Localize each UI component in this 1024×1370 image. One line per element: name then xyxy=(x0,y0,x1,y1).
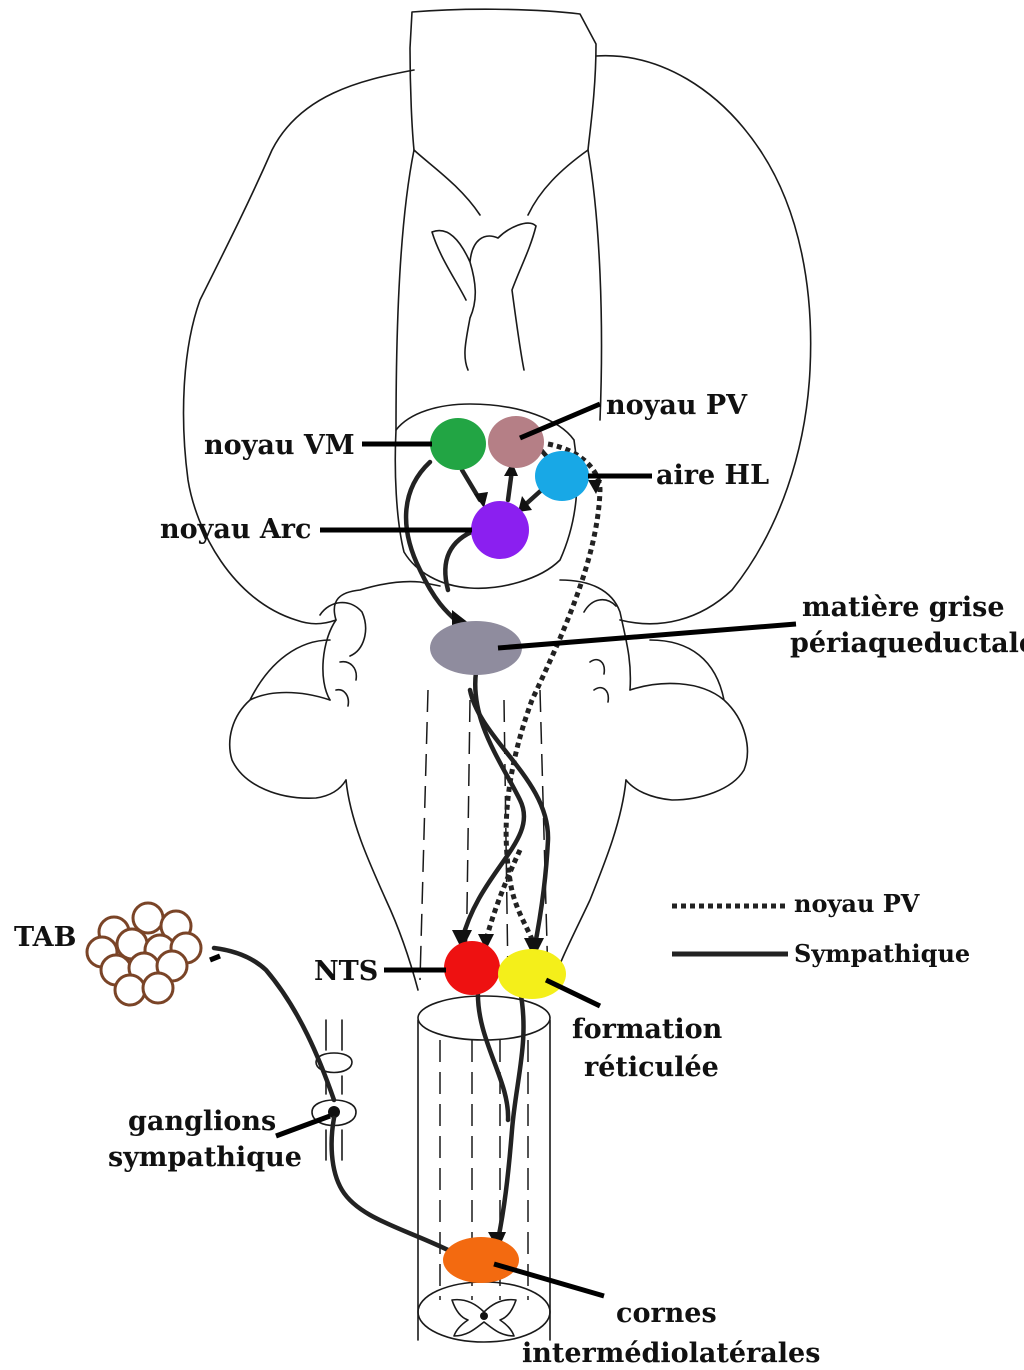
olfactory-bulbs-outline xyxy=(410,9,596,215)
leader-tab xyxy=(210,956,220,960)
label-noyau-pv: noyau PV xyxy=(606,390,748,421)
cranial-nerve-left xyxy=(320,603,366,706)
label-fr-line1: formation xyxy=(572,1014,723,1045)
nucleus-vm xyxy=(430,418,486,470)
pathway-pag-to-nts xyxy=(462,672,524,940)
pathway-arc-to-pag xyxy=(445,530,476,590)
label-pag-line1: matière grise xyxy=(802,592,1005,623)
adipocyte-cell xyxy=(143,973,173,1003)
label-ganglions-line2: sympathique xyxy=(108,1142,302,1173)
nucleus-arc xyxy=(471,501,529,559)
legend-pv-label: noyau PV xyxy=(794,889,920,918)
cranial-nerve-right xyxy=(584,600,616,702)
legend-sympathique-label: Sympathique xyxy=(794,939,970,968)
sympathetic-chain-outline xyxy=(312,1020,356,1160)
leader-fr xyxy=(546,980,600,1006)
optic-nerves-outline xyxy=(432,223,536,370)
medulla-striation-mid-right xyxy=(504,700,508,980)
nucleus-fr xyxy=(498,949,566,999)
label-cornes-line1: cornes xyxy=(616,1298,717,1329)
hemisphere-midline xyxy=(396,150,602,430)
pathway-fr-to-iml xyxy=(498,990,524,1240)
cerebellum-right-outline xyxy=(626,640,747,800)
label-noyau-vm: noyau VM xyxy=(204,430,355,461)
medulla-striation-left xyxy=(420,690,428,980)
pathway-iml-to-ganglion xyxy=(332,1118,456,1254)
adipocyte-cell xyxy=(115,975,145,1005)
leader-ganglion xyxy=(276,1116,330,1136)
spinal-cord-column xyxy=(418,1020,550,1340)
label-tab: TAB xyxy=(14,922,76,953)
label-fr-line2: réticulée xyxy=(584,1052,719,1083)
label-cornes-line2: intermédiolatérales xyxy=(522,1338,820,1369)
pathway-nts-to-iml xyxy=(478,990,508,1120)
label-pag-line2: périaqueductale xyxy=(790,628,1024,659)
nucleus-iml xyxy=(443,1237,519,1283)
label-ganglions-line1: ganglions xyxy=(128,1106,276,1137)
label-noyau-arc: noyau Arc xyxy=(160,514,311,545)
leader-pag xyxy=(498,624,796,648)
nucleus-nts xyxy=(444,941,500,995)
central-canal xyxy=(480,1312,488,1320)
pathway-vm-to-pag xyxy=(406,462,460,624)
label-aire-hl: aire HL xyxy=(656,460,769,491)
leader-iml xyxy=(494,1264,604,1296)
nucleus-hl xyxy=(535,451,589,501)
cerebellum-left-outline xyxy=(230,640,346,798)
legend: noyau PV Sympathique xyxy=(672,889,970,968)
nucleus-pv xyxy=(488,416,544,468)
tab-adipose-cluster xyxy=(87,903,201,1005)
label-nts: NTS xyxy=(314,956,378,987)
pathway-pag-to-fr xyxy=(470,690,548,950)
